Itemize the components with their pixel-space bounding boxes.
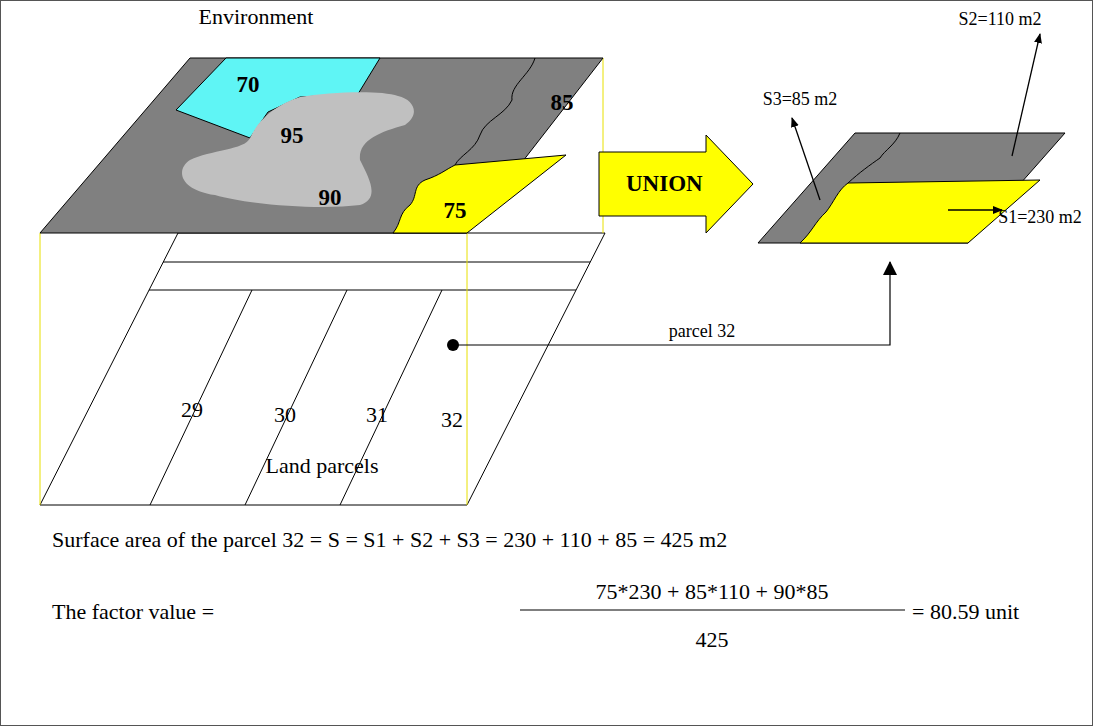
formula-text: The factor value = xyxy=(52,600,214,624)
region-value: 90 xyxy=(319,185,342,210)
parcel-dot xyxy=(447,339,459,351)
projection-lines xyxy=(40,58,603,505)
area-label: S2=110 m2 xyxy=(959,10,1042,30)
leader-arrows xyxy=(455,34,1040,345)
area-label: S1=230 m2 xyxy=(998,208,1082,228)
layer-title: Land parcels xyxy=(266,454,379,478)
formula-result: = 80.59 unit xyxy=(912,600,1019,624)
formula-denominator: 425 xyxy=(696,628,729,652)
region-value: 75 xyxy=(444,198,467,223)
environment-plane xyxy=(40,58,603,233)
parcel-number: 30 xyxy=(274,403,296,427)
land-parcels-plane xyxy=(40,233,605,505)
formula-text: Surface area of the parcel 32 = S = S1 +… xyxy=(52,528,727,552)
region-value: 85 xyxy=(551,90,574,115)
region-value: 70 xyxy=(237,72,260,97)
layer-title: Environment xyxy=(199,5,314,29)
union-arrow: UNION xyxy=(598,134,754,234)
arrow-text: UNION xyxy=(626,171,703,197)
parcel-number: 32 xyxy=(441,408,463,432)
fraction-bar xyxy=(520,609,905,610)
parcel-number: 31 xyxy=(366,403,388,427)
leader-label: parcel 32 xyxy=(669,322,735,342)
parcel-number: 29 xyxy=(181,398,203,422)
region-value: 95 xyxy=(281,123,304,148)
area-label: S3=85 m2 xyxy=(763,90,838,110)
formula-numerator: 75*230 + 85*110 + 90*85 xyxy=(596,580,829,604)
